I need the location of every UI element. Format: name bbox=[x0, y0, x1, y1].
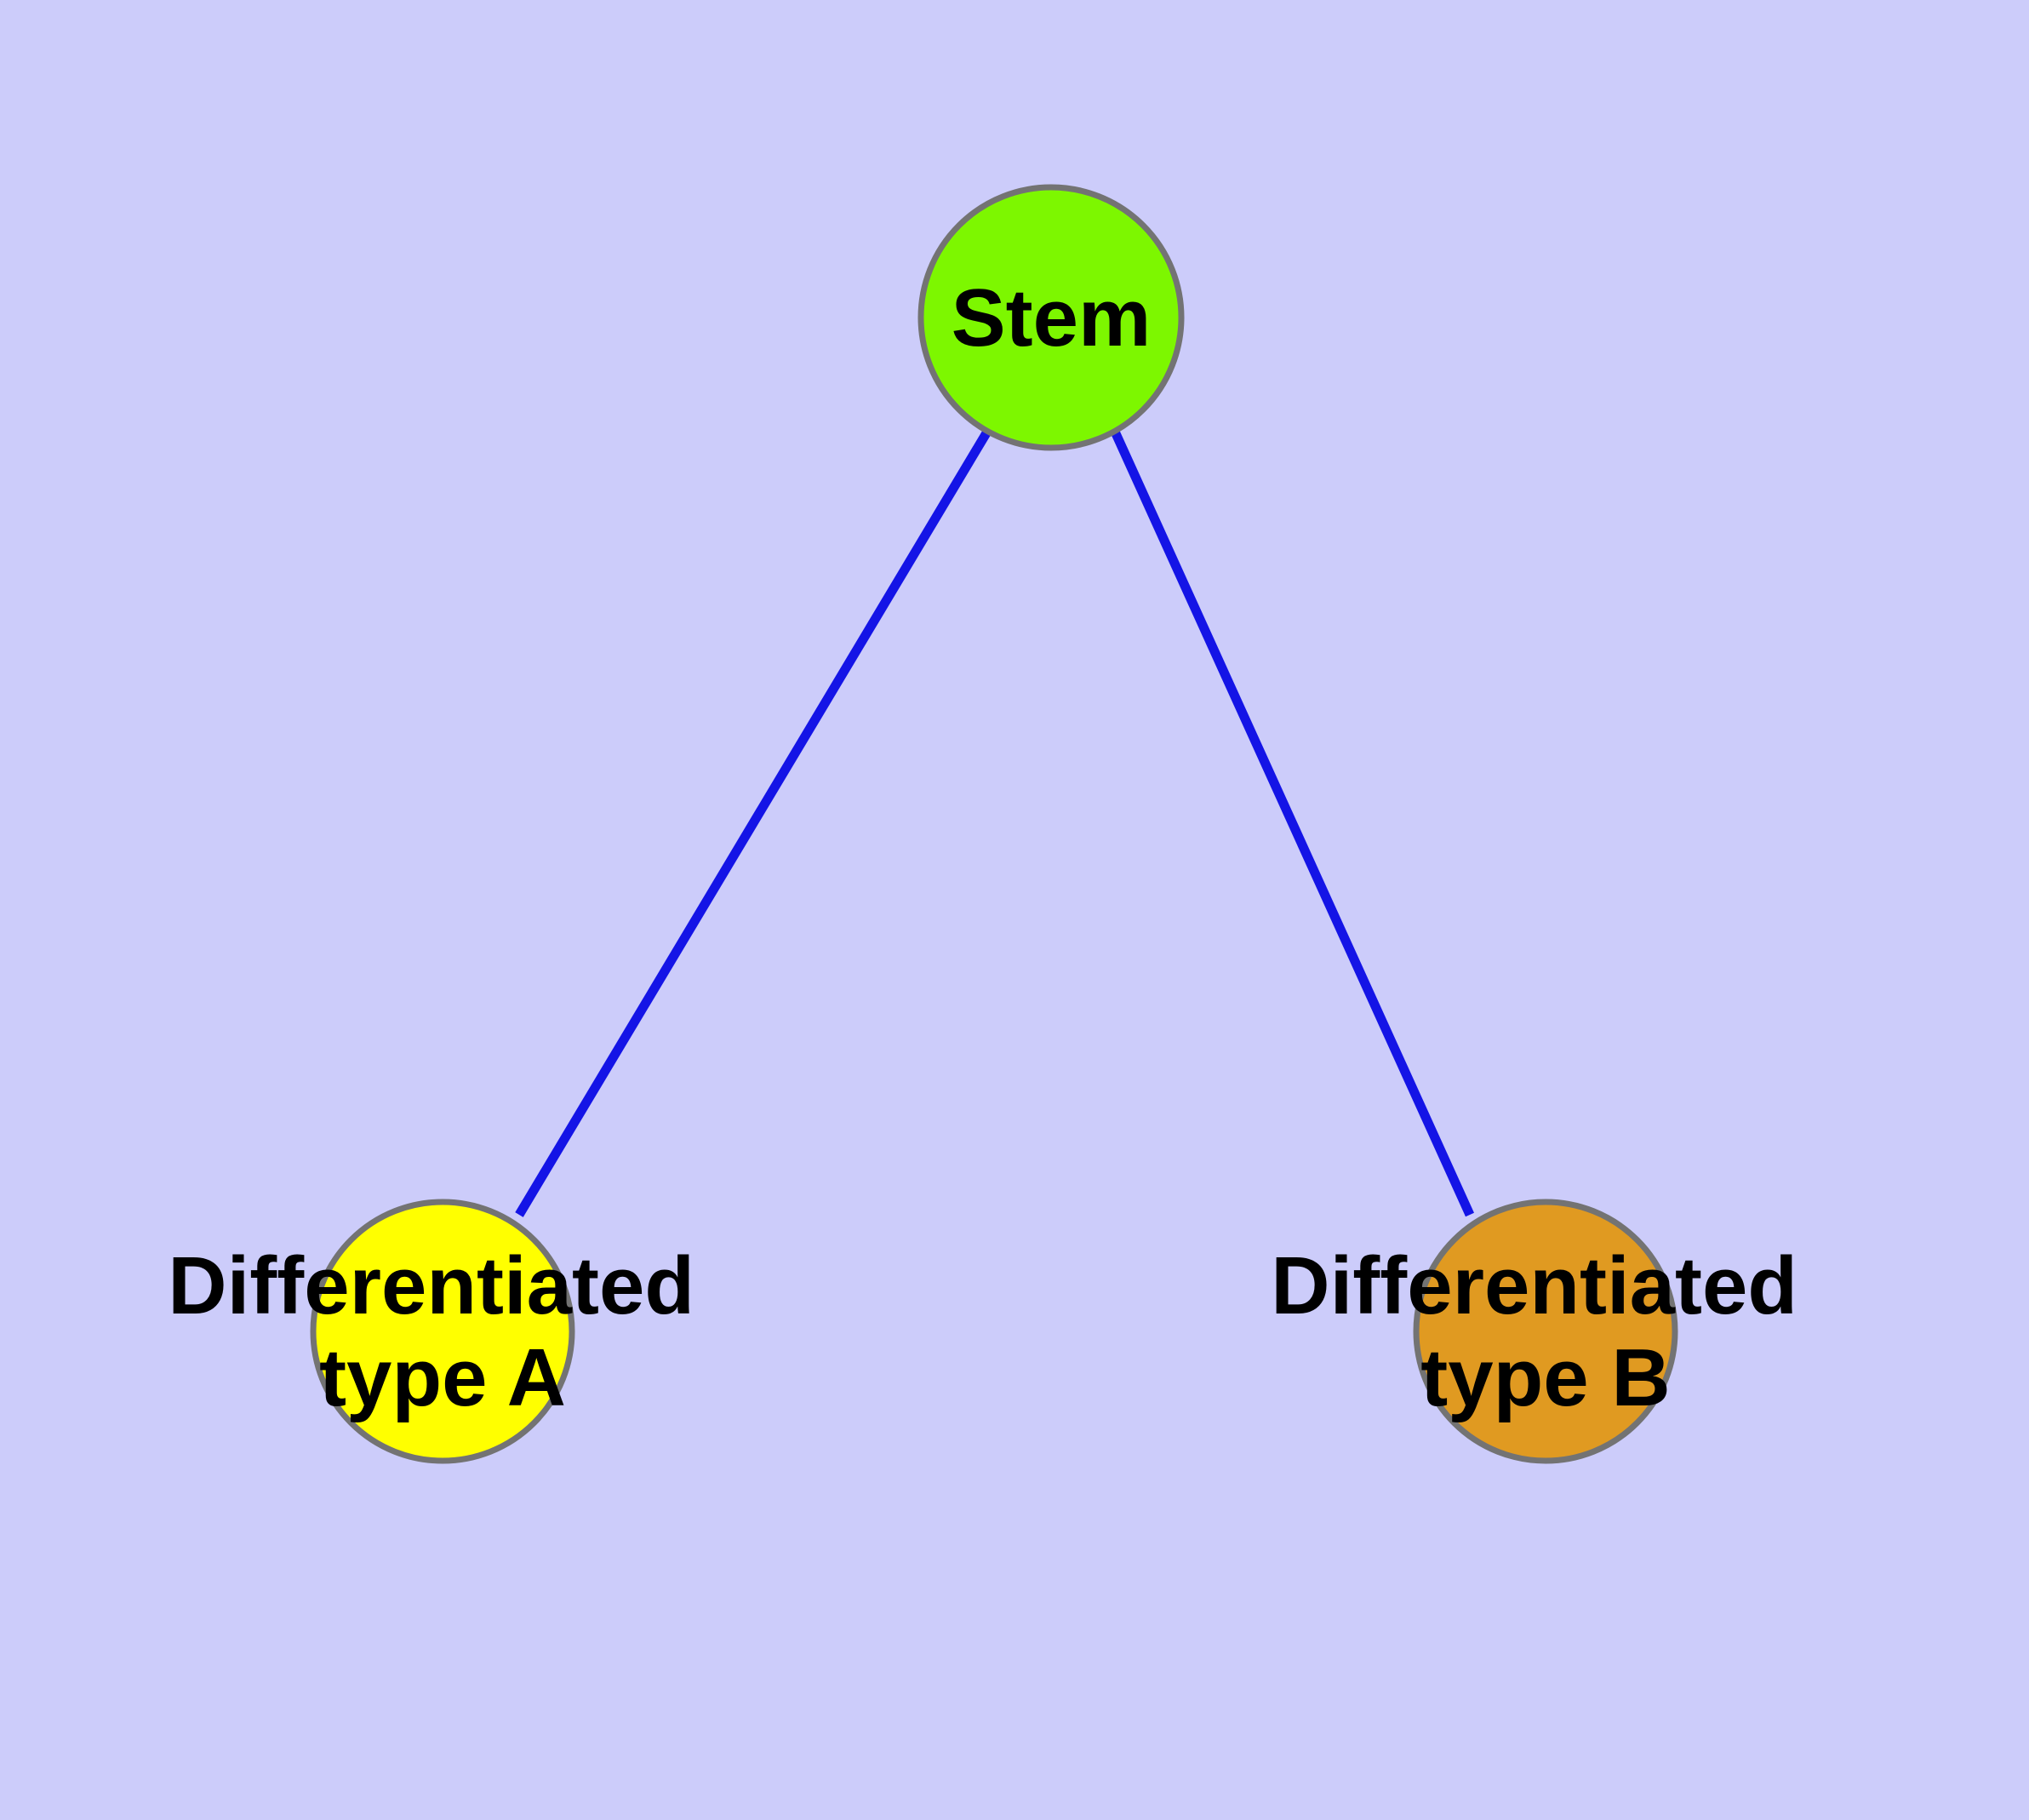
edge-stem-to-differentiated-type-b[interactable] bbox=[1110, 429, 1475, 1217]
node-layer bbox=[310, 184, 1678, 1464]
node-stem[interactable] bbox=[917, 184, 1185, 451]
edge-layer bbox=[515, 429, 1475, 1217]
node-stem-label: Stem bbox=[952, 272, 1152, 363]
label-layer: Stem Differentiated type A Differentiate… bbox=[168, 272, 1820, 1423]
node-differentiated-type-a[interactable] bbox=[310, 1199, 575, 1464]
node-differentiated-type-b-label-line-1: Differentiated bbox=[1271, 1240, 1798, 1331]
node-differentiated-type-a-label-line-1: Differentiated bbox=[168, 1240, 694, 1331]
node-differentiated-type-b-circle[interactable] bbox=[1413, 1199, 1678, 1464]
node-differentiated-type-a-circle[interactable] bbox=[310, 1199, 575, 1464]
node-differentiated-type-a-label: Differentiated type A bbox=[168, 1240, 717, 1423]
node-differentiated-type-b-label-line-2: type B bbox=[1420, 1331, 1670, 1422]
node-differentiated-type-b[interactable] bbox=[1413, 1199, 1678, 1464]
node-differentiated-type-b-label: Differentiated type B bbox=[1271, 1240, 1820, 1423]
node-stem-label-line-1: Stem bbox=[952, 272, 1152, 363]
node-stem-circle[interactable] bbox=[917, 184, 1185, 451]
edge-stem-to-differentiated-type-a[interactable] bbox=[515, 429, 992, 1217]
node-differentiated-type-a-label-line-2: type A bbox=[319, 1331, 566, 1422]
